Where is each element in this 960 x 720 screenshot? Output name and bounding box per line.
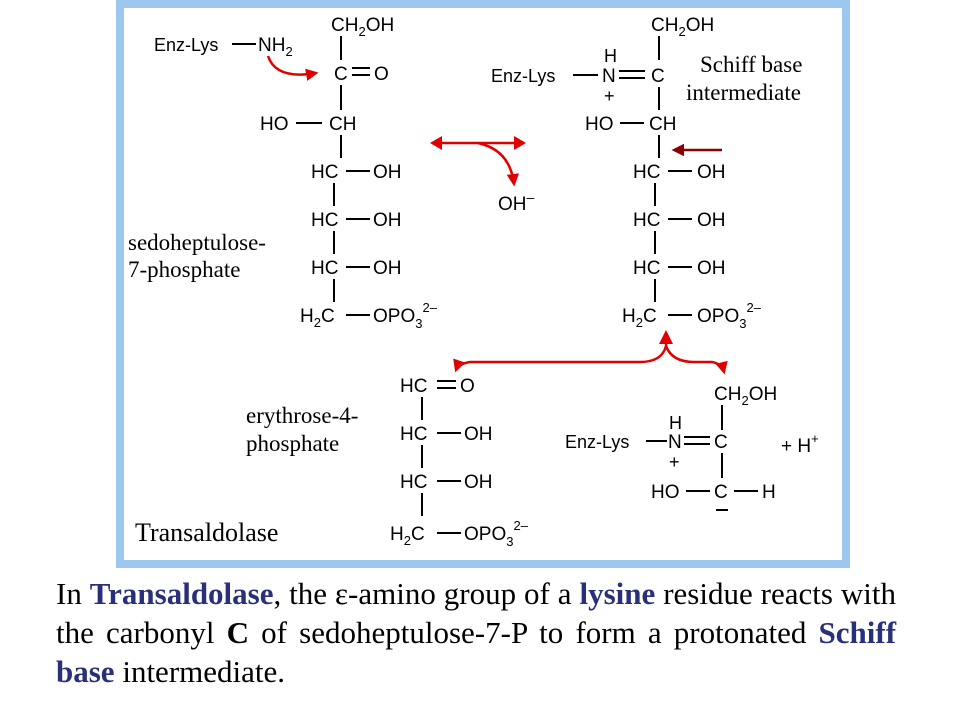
enz-c3-ho-label: HO <box>651 482 680 503</box>
carbonyl-carbon-label: C <box>334 64 348 85</box>
int-c2-label: C <box>651 66 665 87</box>
proton-label: + H <box>781 436 811 457</box>
e4p-phosphate-label: OPO <box>464 524 506 545</box>
c4-label: HC <box>311 162 338 183</box>
phosphate-label: OPO <box>373 306 415 327</box>
svg-text:OH–: OH– <box>498 189 535 215</box>
svg-text:H2C: H2C <box>622 306 657 330</box>
sedoheptulose-7-phosphate-structure: Enz-Lys NH2 CH2OH C O HO CH HC OH HC OH … <box>128 15 438 331</box>
int-c6-oh-label: OH <box>697 258 726 279</box>
enzyme-lysine-label: Enz-Lys <box>154 35 218 55</box>
svg-text:NH2: NH2 <box>258 35 293 59</box>
int-c3-label: CH <box>649 114 676 135</box>
int-c5-oh-label: OH <box>697 210 726 231</box>
e4p-c4-label: H <box>390 524 404 545</box>
erythrose-name-line2: phosphate <box>246 431 339 456</box>
enz-plus-label: + <box>669 452 680 472</box>
c3-label: CH <box>329 114 356 135</box>
c5-oh-label: OH <box>373 210 402 231</box>
int-c1-label: CH <box>651 15 678 36</box>
svg-text:CH2OH: CH2OH <box>714 384 777 408</box>
enz-c3-label: C <box>714 482 728 503</box>
svg-text:H2C: H2C <box>390 524 425 548</box>
schiff-base-intermediate-structure: CH2OH Enz-Lys H N + C HO CH HC OH HC OH … <box>491 15 802 331</box>
int-c5-label: HC <box>633 210 660 231</box>
e4p-c2-label: HC <box>400 424 427 445</box>
enz-c2-label: C <box>714 432 728 453</box>
diagram-panel <box>116 0 850 568</box>
enz-enzyme-lysine-label: Enz-Lys <box>565 432 629 452</box>
c7-label: H <box>300 306 314 327</box>
erythrose-4-phosphate-structure: HC O HC OH HC OH H2C OPO32– erythrose-4-… <box>246 376 529 549</box>
e4p-c3-oh-label: OH <box>464 472 493 493</box>
int-c6-label: HC <box>633 258 660 279</box>
erythrose-name-line1: erythrose-4- <box>246 403 358 428</box>
int-c3-ho-label: HO <box>585 114 614 135</box>
enz-c3-h-label: H <box>762 482 776 503</box>
enz-h-label: H <box>669 413 682 433</box>
e4p-c3-label: HC <box>400 472 427 493</box>
c6-oh-label: OH <box>373 258 402 279</box>
e4p-c2-oh-label: OH <box>464 424 493 445</box>
caption-transaldolase: Transaldolase <box>89 576 274 611</box>
slide-caption: In Transaldolase, the ε-amino group of a… <box>56 576 897 689</box>
svg-text:OPO32–: OPO32– <box>697 300 762 331</box>
c6-label: HC <box>311 258 338 279</box>
enzyme-title: Transaldolase <box>135 518 278 547</box>
sedoheptulose-name-line2: 7-phosphate <box>128 257 240 282</box>
schiff-name-line2: intermediate <box>686 80 801 105</box>
int-phosphate-label: OPO <box>697 306 739 327</box>
nucleophilic-attack-arrow <box>266 55 319 81</box>
equilibrium-arrow <box>430 136 526 187</box>
enz-c1-label: CH <box>714 384 741 405</box>
svg-text:CH2OH: CH2OH <box>651 15 714 39</box>
c1-label: CH <box>331 15 358 36</box>
int-h-label: H <box>604 46 617 66</box>
int-plus-label: + <box>604 86 615 106</box>
caption-schiff-base: Schiff base <box>56 615 897 689</box>
int-n-label: N <box>602 66 616 87</box>
carbonyl-oxygen-label: O <box>374 64 389 85</box>
int-c4-oh-label: OH <box>697 162 726 183</box>
enz-n-label: N <box>668 432 682 453</box>
c4-oh-label: OH <box>373 162 402 183</box>
amine-label: NH <box>258 35 285 56</box>
c3-ho-label: HO <box>260 114 289 135</box>
hydroxide-label: OH <box>498 194 527 215</box>
int-enzyme-lysine-label: Enz-Lys <box>491 66 555 86</box>
caption-carbon: C <box>226 615 250 650</box>
int-c4-label: HC <box>633 162 660 183</box>
int-c7-label: H <box>622 306 636 327</box>
svg-text:+ H+: + H+ <box>781 431 819 457</box>
sedoheptulose-name-line1: sedoheptulose- <box>128 230 266 255</box>
schiff-name-line1: Schiff base <box>700 52 802 77</box>
svg-text:CH2OH: CH2OH <box>331 15 394 39</box>
svg-text:OPO32–: OPO32– <box>464 518 529 549</box>
c5-label: HC <box>311 210 338 231</box>
e4p-c1-label: HC <box>400 376 427 397</box>
caption-lysine: lysine <box>579 576 656 611</box>
svg-text:H2C: H2C <box>300 306 335 330</box>
e4p-o-label: O <box>460 376 475 397</box>
svg-text:OPO32–: OPO32– <box>373 300 438 331</box>
cleavage-branch-arrow <box>453 330 728 375</box>
enzyme-bound-product-structure: CH2OH Enz-Lys H N + C HO C H + H+ <box>565 384 819 511</box>
